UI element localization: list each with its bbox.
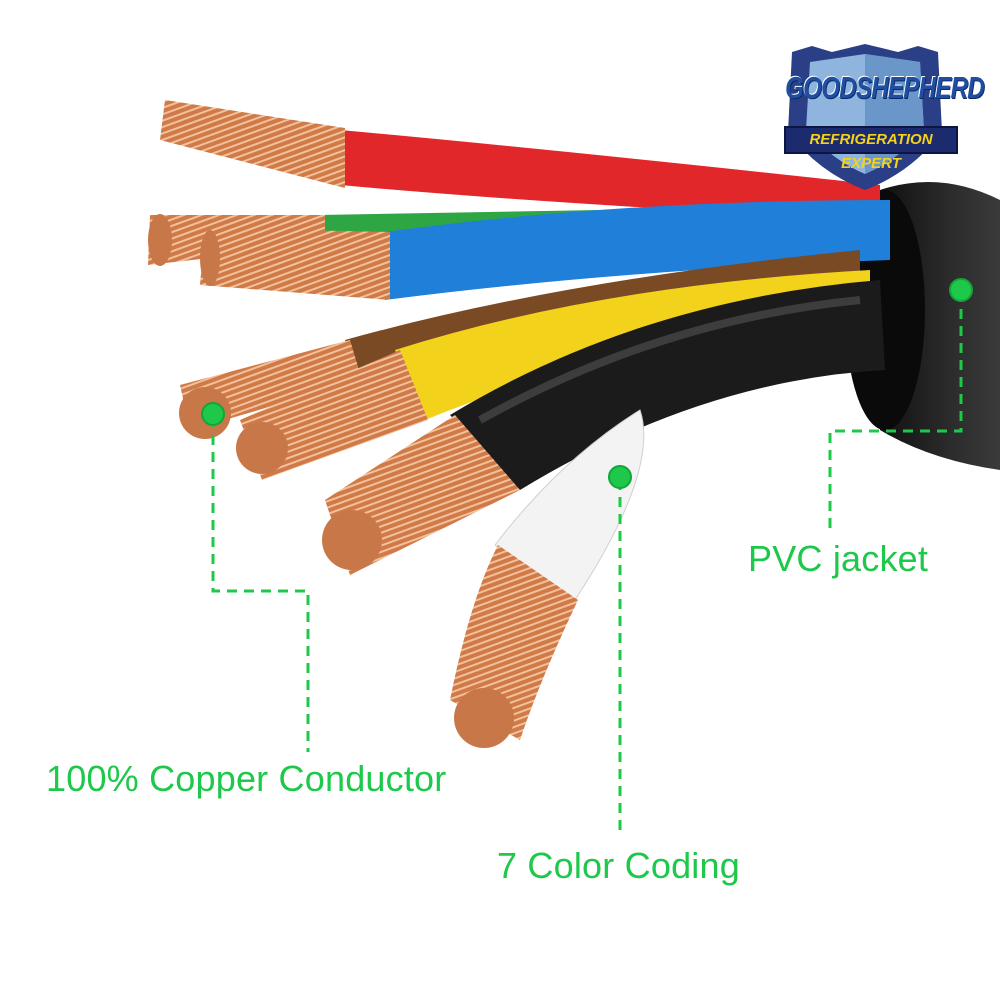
wire-black xyxy=(322,280,885,575)
jacket-leader-line xyxy=(828,292,963,535)
copper-marker-icon xyxy=(201,402,225,426)
wire-blue xyxy=(200,200,890,300)
conductor-end xyxy=(148,214,172,266)
pvc-jacket-label: PVC jacket xyxy=(748,538,929,579)
wire-red xyxy=(160,100,880,220)
callout-dots xyxy=(201,278,973,489)
color-marker-icon xyxy=(608,465,632,489)
brand-tagline: REFRIGERATION EXPERT xyxy=(784,126,958,172)
copper-leader-line xyxy=(211,418,310,752)
brand-name: GOODSHEPHERD xyxy=(785,70,985,105)
color-coding-label: 7 Color Coding xyxy=(497,845,740,886)
wire-white xyxy=(450,409,645,748)
jacket-marker-icon xyxy=(949,278,973,302)
conductor-end xyxy=(236,422,288,474)
brand-logo: GOODSHEPHERD REFRIGERATION EXPERT xyxy=(752,42,985,192)
callout-leaders xyxy=(211,292,963,835)
copper-conductor-label: 100% Copper Conductor xyxy=(46,758,447,799)
conductor-end xyxy=(200,230,220,286)
